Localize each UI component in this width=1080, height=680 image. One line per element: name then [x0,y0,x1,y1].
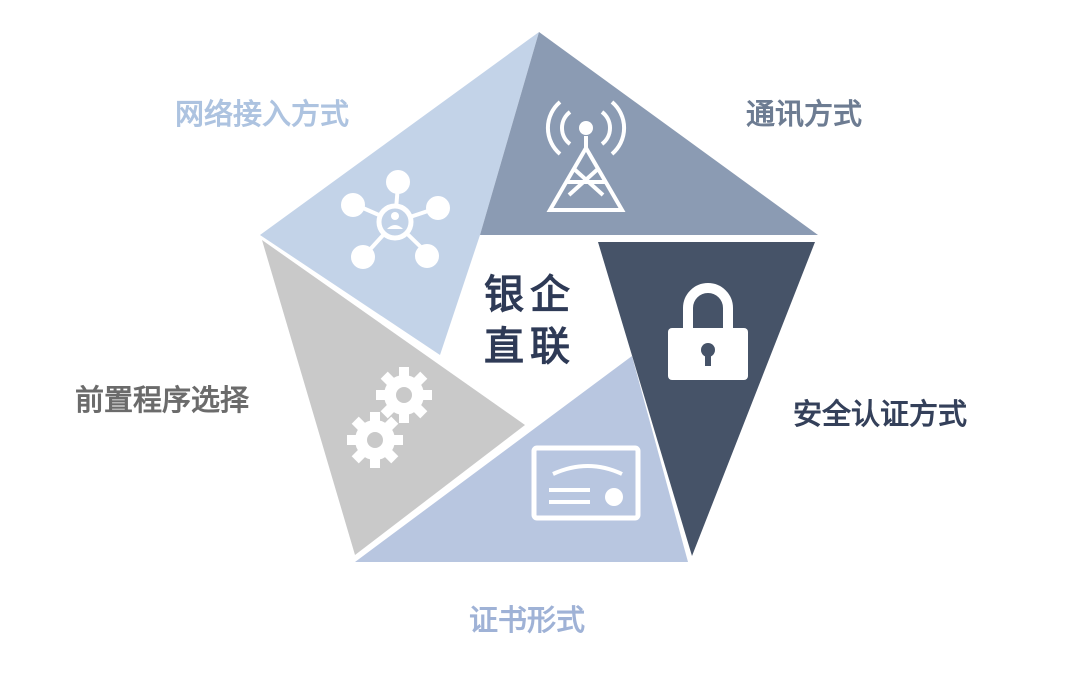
center-title-line2: 直联 [484,324,576,370]
label-network-access: 网络接入方式 [175,97,349,131]
label-security-auth: 安全认证方式 [793,397,967,431]
segment-communication [480,32,818,235]
label-frontend-program: 前置程序选择 [75,383,250,417]
padlock-icon [668,283,748,380]
gears-icon [347,367,432,468]
segment-security-auth [598,242,815,556]
segment-certificate-form [355,356,688,562]
certificate-icon [531,445,641,521]
network-hub-icon [341,170,450,269]
signal-tower-icon [545,100,627,212]
center-title-line1: 银企 [484,272,576,318]
label-certificate-form: 证书形式 [469,603,585,637]
label-communication: 通讯方式 [746,97,862,131]
